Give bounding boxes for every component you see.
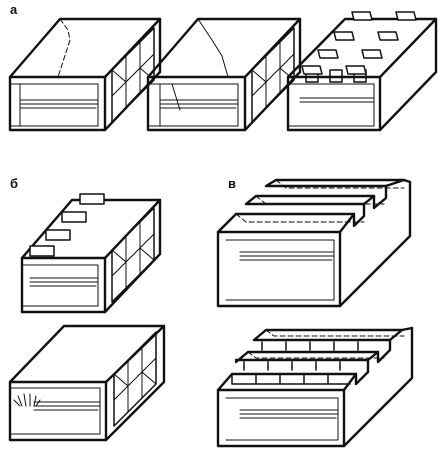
panel-label-a: а — [10, 2, 18, 17]
panel-v-box-2 — [216, 326, 414, 448]
panel-b-top-plates — [29, 193, 105, 257]
panel-a-box-1 — [8, 17, 162, 132]
panel-b-box-2 — [8, 324, 166, 442]
panel-a-box-2 — [146, 17, 302, 132]
panel-v-top-strips — [216, 178, 412, 234]
panel-label-b: б — [10, 176, 19, 191]
panel-label-v: в — [228, 176, 236, 191]
panel-a-top-plates — [301, 11, 417, 75]
panel-a-box-3 — [286, 11, 438, 132]
panel-v-box-1 — [216, 178, 412, 308]
panel-b-box-1 — [20, 193, 162, 314]
panel-v-ribbed-strips — [216, 326, 414, 392]
